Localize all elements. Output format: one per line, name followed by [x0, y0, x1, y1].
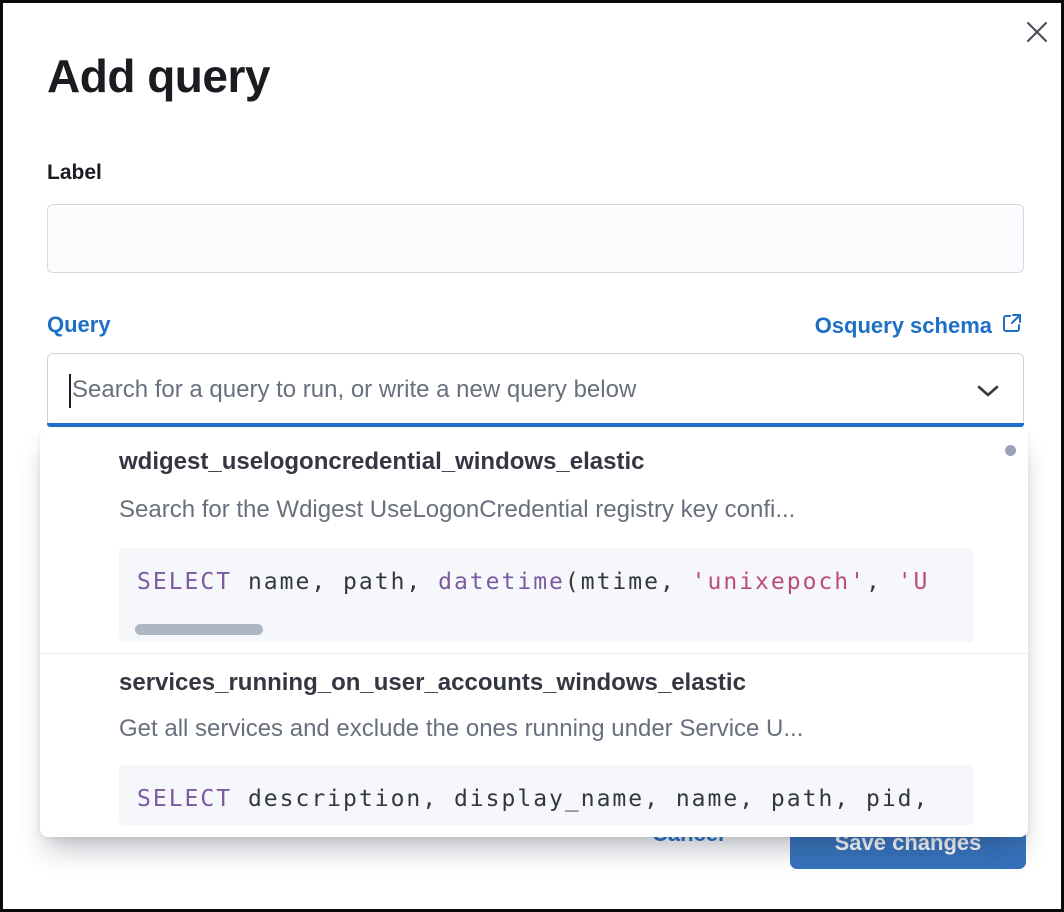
query-option-sql-preview[interactable]: SELECT name, path, datetime(mtime, 'unix…	[119, 548, 974, 642]
close-icon	[1025, 20, 1049, 47]
query-combobox	[47, 353, 1024, 427]
query-option-sql-preview[interactable]: SELECT description, display_name, name, …	[119, 765, 974, 825]
label-input[interactable]	[47, 204, 1024, 273]
sql-code-line: SELECT name, path, datetime(mtime, 'unix…	[137, 569, 930, 595]
query-option-description[interactable]: Search for the Wdigest UseLogonCredentia…	[119, 496, 796, 523]
sql-code-line: SELECT description, display_name, name, …	[137, 786, 930, 812]
query-option-description[interactable]: Get all services and exclude the ones ru…	[119, 715, 804, 742]
external-link-icon	[1001, 312, 1023, 340]
chevron-down-icon[interactable]	[975, 380, 1001, 407]
query-field-label: Query	[47, 312, 111, 337]
text-cursor	[69, 374, 71, 408]
query-search-input[interactable]	[48, 354, 1023, 426]
query-option-name[interactable]: services_running_on_user_accounts_window…	[119, 669, 746, 696]
query-option-name[interactable]: wdigest_uselogoncredential_windows_elast…	[119, 448, 645, 475]
modal-title: Add query	[47, 50, 270, 102]
horizontal-scrollbar-thumb[interactable]	[135, 624, 263, 635]
option-divider	[40, 653, 1028, 654]
osquery-schema-link-label: Osquery schema	[814, 313, 992, 338]
label-field-label: Label	[47, 161, 102, 184]
osquery-schema-link[interactable]: Osquery schema	[815, 312, 1023, 340]
query-suggestions-dropdown: wdigest_uselogoncredential_windows_elast…	[40, 429, 1028, 837]
dropdown-scrollbar[interactable]	[1005, 445, 1016, 456]
close-button[interactable]	[1019, 15, 1055, 51]
